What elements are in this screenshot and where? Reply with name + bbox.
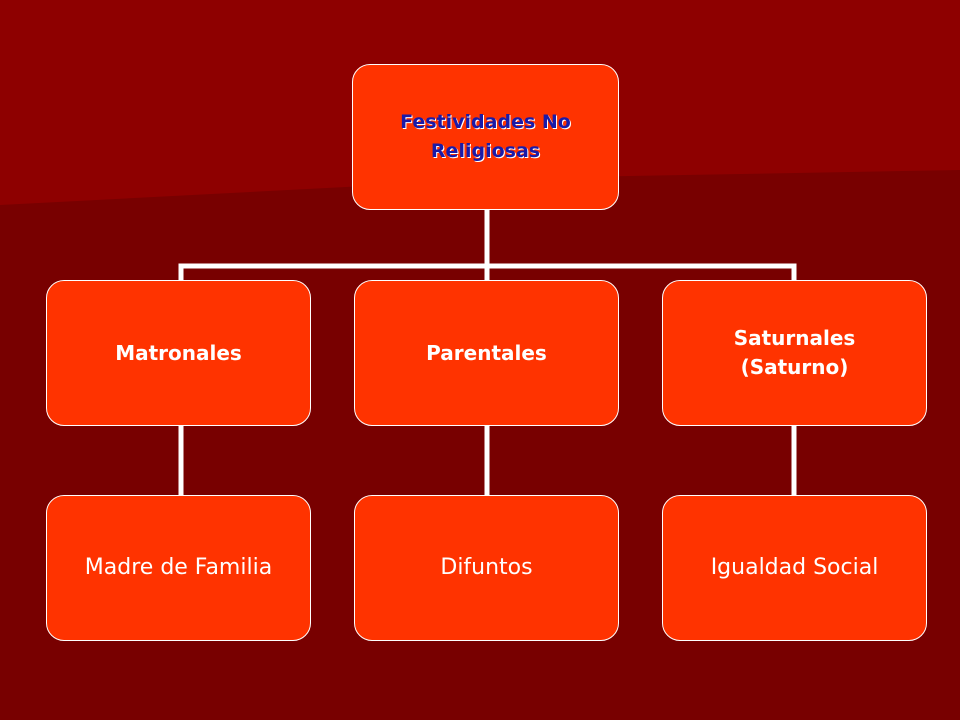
node-saturnales: Saturnales (Saturno) (662, 280, 927, 426)
node-parentales: Parentales (354, 280, 619, 426)
node-saturnales-label: Saturnales (Saturno) (733, 326, 856, 379)
node-igualdad-social-label: Igualdad Social (710, 555, 879, 581)
node-matronales-label: Matronales (115, 340, 242, 365)
node-difuntos: Difuntos (354, 495, 619, 641)
node-igualdad-social: Igualdad Social (662, 495, 927, 641)
node-difuntos-label: Difuntos (440, 555, 533, 581)
node-matronales: Matronales (46, 280, 311, 426)
root-node-label: Festividades No Religiosas (400, 110, 571, 162)
node-madre-de-familia: Madre de Familia (46, 495, 311, 641)
node-parentales-label: Parentales (426, 340, 547, 365)
root-node: Festividades No Religiosas (352, 64, 619, 210)
node-madre-de-familia-label: Madre de Familia (84, 555, 273, 581)
